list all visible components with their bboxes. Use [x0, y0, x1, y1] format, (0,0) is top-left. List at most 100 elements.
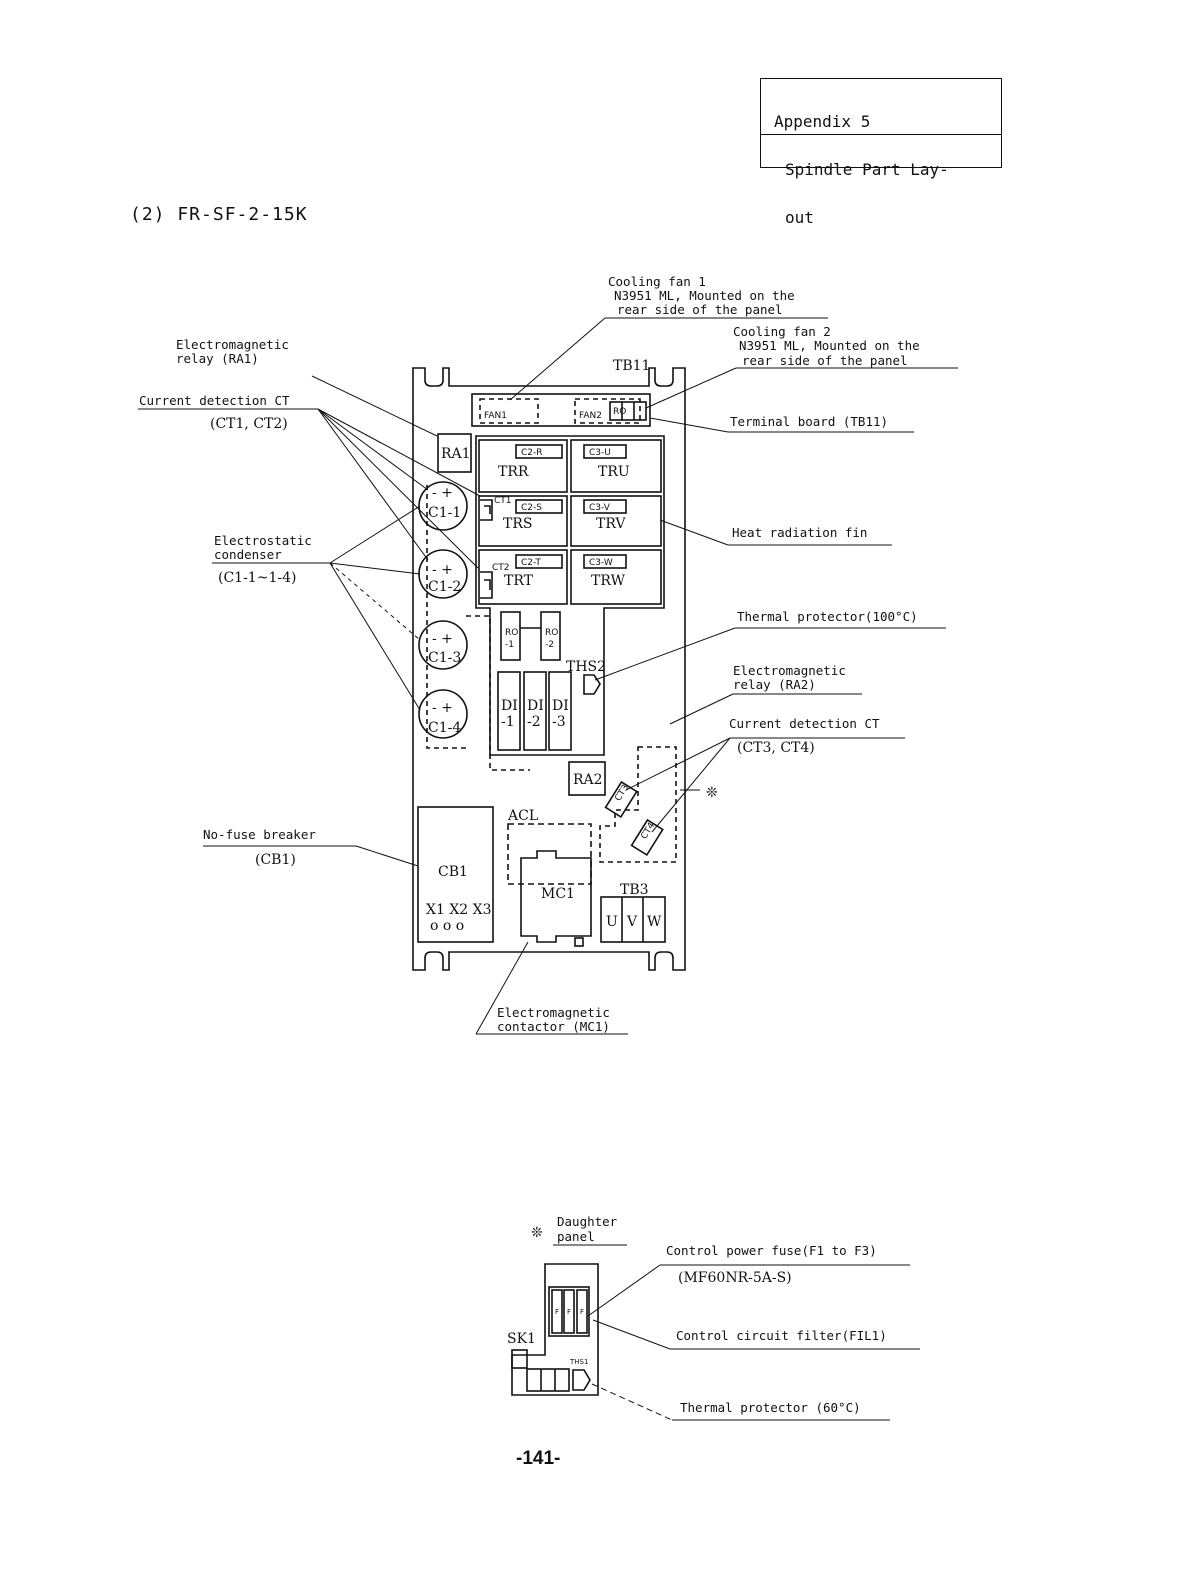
appendix-title: Appendix 5 Spindle Part Lay- out: [774, 82, 949, 258]
fan2-label: FAN2: [579, 411, 602, 421]
ct3-sensor: [604, 780, 638, 819]
ra1-callout-name: relay (RA1): [176, 351, 259, 366]
fan1: [479, 398, 539, 424]
cooling-fan2-note: rear side of the panel: [742, 353, 908, 368]
di3-label: DI: [552, 698, 569, 714]
daughter-panel: [511, 1244, 920, 1421]
di1-index: -1: [501, 714, 515, 730]
ths1-protector: [572, 1369, 591, 1391]
c2s-label: C2-S: [521, 503, 542, 513]
ra2-label: RA2: [573, 772, 603, 788]
ra1-callout-title: Electromagnetic: [176, 337, 289, 352]
daughter-panel-subtitle: panel: [557, 1229, 595, 1244]
ro1-label: RO: [505, 628, 518, 638]
ct4-sensor: [630, 818, 664, 857]
trw-block: [570, 549, 662, 605]
condenser-callout-title: Electrostatic: [214, 533, 312, 548]
tb11-block: [609, 401, 647, 421]
trr-block: [478, 439, 568, 493]
appendix-header-box: Appendix 5 Spindle Part Lay- out: [760, 78, 1002, 226]
tb11-terminal-r: RO: [613, 407, 626, 417]
c2r-label: C2-R: [521, 448, 543, 458]
trr-label: TRR: [498, 464, 529, 480]
trs-label: TRS: [503, 516, 532, 532]
fuse2-label: F: [567, 1308, 571, 1316]
filter-callout: Control circuit filter(FIL1): [676, 1328, 887, 1343]
mc1-contactor: [520, 850, 592, 943]
c3w-label: C3-W: [589, 558, 613, 568]
cb1-callout-title: No-fuse breaker: [203, 827, 316, 842]
ro2-label: RO: [545, 628, 558, 638]
di1-label: DI: [501, 698, 518, 714]
ground-terminal: [574, 937, 584, 947]
appendix-subject: Spindle Part Lay-: [785, 160, 949, 179]
fuse-holder: [548, 1286, 590, 1337]
ct2-label: CT2: [492, 563, 510, 573]
ths2-protector: [583, 674, 601, 695]
c1-1-label: C1-1: [428, 505, 461, 521]
tb3-terminal: [600, 896, 666, 943]
cb1-breaker: [417, 806, 494, 943]
c3v-label: C3-V: [589, 503, 611, 513]
resistor-ro-2: [540, 611, 561, 661]
c1-2-label: C1-2: [428, 579, 461, 595]
ths1-label: THS1: [569, 1358, 588, 1366]
tb3-v: V: [626, 914, 638, 930]
ct2-sensor: [480, 571, 493, 599]
cooling-fan2-model: N3951 ML, Mounted on the: [739, 338, 920, 353]
di2-index: -2: [527, 714, 541, 730]
ths2-label: THS2: [566, 659, 606, 675]
model-subtitle: (2) FR-SF-2-15K: [130, 204, 308, 225]
appendix-subject-cont: out: [785, 208, 814, 227]
di3-index: -3: [552, 714, 566, 730]
cooling-fan1-model: N3951 ML, Mounted on the: [614, 288, 795, 303]
fin-callout: Heat radiation fin: [732, 525, 867, 540]
sk1-label: SK1: [507, 1331, 536, 1347]
ct1-label: CT1: [494, 496, 512, 506]
diode-di-1: [497, 671, 521, 751]
tru-label: TRU: [598, 464, 630, 480]
ro1-index: -1: [505, 640, 514, 650]
c2t-label: C2-T: [521, 558, 541, 568]
cb1-label: CB1: [438, 864, 468, 880]
ths2-callout: Thermal protector(100°C): [737, 609, 918, 624]
panel-outline: [412, 367, 686, 971]
condenser-callout-ids: (C1-1~1-4): [218, 570, 296, 586]
trw-label: TRW: [591, 573, 626, 589]
fan1-label: FAN1: [484, 411, 507, 421]
c1-3-label: C1-3: [428, 650, 461, 666]
cb1-terminals: X1 X2 X3: [426, 902, 492, 918]
condenser-callout-name: condenser: [214, 547, 282, 562]
tb11-label: TB11: [613, 358, 650, 374]
fan-strip: [471, 393, 651, 427]
mc1-callout-name: contactor (MC1): [497, 1019, 610, 1034]
daughter-panel-asterisk: ❊: [531, 1225, 543, 1241]
ths1-callout: Thermal protector (60°C): [680, 1400, 861, 1415]
tru-block: [570, 439, 662, 493]
trv-block: [570, 495, 662, 547]
sk1-connector: [511, 1349, 528, 1369]
fuse-callout: Control power fuse(F1 to F3): [666, 1243, 877, 1258]
trv-label: TRV: [596, 516, 626, 532]
appendix-line: Appendix 5: [774, 112, 871, 131]
ct1-sensor: [480, 499, 493, 521]
diode-di-3: [548, 671, 572, 751]
daughter-panel-title: Daughter: [557, 1214, 618, 1229]
ct34-callout-title: Current detection CT: [729, 716, 880, 731]
fan2: [574, 398, 641, 424]
acl-reactor: [507, 823, 592, 885]
c3u-label: C3-U: [589, 448, 611, 458]
capacitor-c1-4: [418, 689, 468, 739]
c1-3-polarity: - +: [432, 631, 453, 647]
fuse1-label: F: [555, 1308, 559, 1316]
diode-di-2: [523, 671, 547, 751]
c1-1-polarity: - +: [432, 485, 453, 501]
leader-lines: [138, 317, 958, 1035]
c1-4-polarity: - +: [432, 700, 453, 716]
fuse3-label: F: [580, 1308, 584, 1316]
di2-label: DI: [527, 698, 544, 714]
header-divider: [761, 134, 1001, 135]
control-filter: [526, 1368, 570, 1392]
ra2-callout-title: Electromagnetic: [733, 663, 846, 678]
